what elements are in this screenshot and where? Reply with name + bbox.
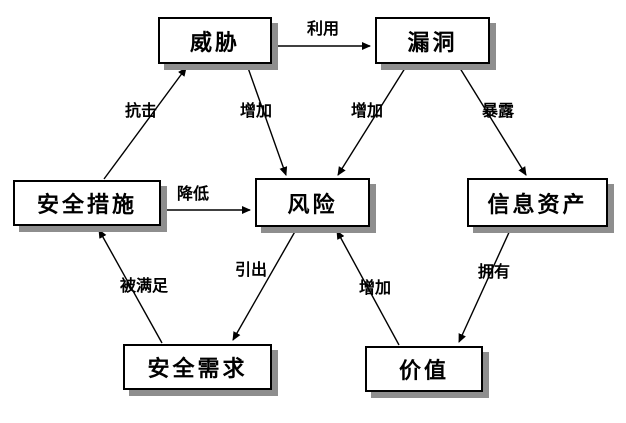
edge-label-increase-value-risk: 增加 — [358, 278, 392, 297]
edge-label-reduce: 降低 — [176, 184, 210, 203]
edge-assets-own-value — [458, 227, 512, 343]
node-security-measures: 安全措施 — [13, 180, 161, 226]
node-threat: 威胁 — [158, 17, 272, 64]
node-risk: 风险 — [255, 178, 370, 227]
edge-label-lead-to: 引出 — [234, 260, 268, 279]
node-information-assets: 信息资产 — [467, 178, 608, 227]
node-value: 价值 — [365, 346, 483, 392]
edge-label-increase-vuln-risk: 增加 — [350, 101, 384, 120]
edge-measures-resist-threat — [103, 67, 187, 180]
edge-label-resist: 抗击 — [124, 101, 158, 120]
edge-vulnerability-exposes-assets — [457, 64, 527, 176]
edge-label-exploit: 利用 — [306, 19, 340, 38]
edge-label-own: 拥有 — [477, 262, 511, 281]
edge-requirements-satisfiedby-measures — [98, 229, 163, 344]
edge-risk-leadsto-requirements — [232, 227, 298, 341]
edge-label-satisfied-by: 被满足 — [119, 276, 169, 295]
edge-vulnerability-increases-risk — [337, 64, 408, 176]
edge-value-increases-risk — [336, 230, 400, 346]
edge-label-expose: 暴露 — [481, 101, 515, 120]
edge-label-increase-threat-risk: 增加 — [239, 101, 273, 120]
edge-threat-increases-risk — [246, 64, 288, 176]
node-security-requirements: 安全需求 — [123, 344, 272, 390]
node-vulnerability: 漏洞 — [375, 17, 490, 64]
